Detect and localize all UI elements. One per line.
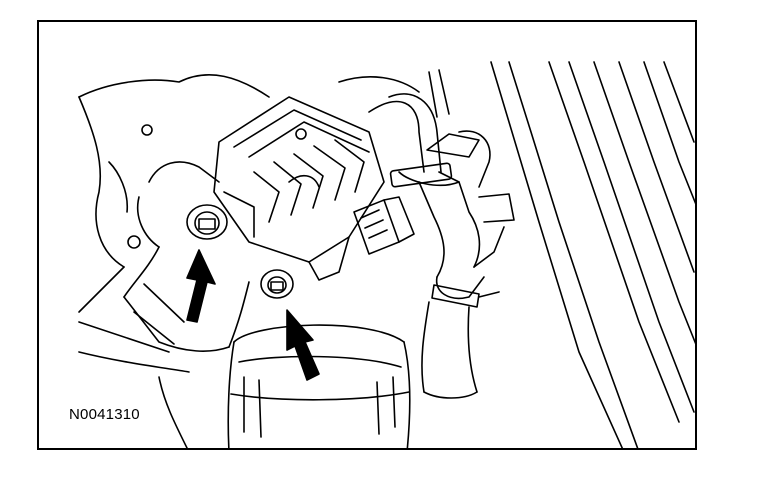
arrow-to-lower-bolt <box>286 309 320 381</box>
valve-housing <box>213 96 385 281</box>
intake-tube <box>123 161 250 352</box>
bolt-lower <box>260 269 294 299</box>
side-panel <box>490 61 695 448</box>
figure-id-label: N0041310 <box>69 406 140 423</box>
bolt-upper <box>186 204 228 240</box>
arrow-to-upper-bolt <box>186 249 216 323</box>
engine-component-line-drawing <box>78 61 695 448</box>
illustration-frame: N0041310 <box>37 20 697 450</box>
hose-assembly <box>368 93 515 308</box>
oil-filter <box>227 324 411 448</box>
engine-background <box>78 69 450 448</box>
lower-hose <box>421 301 478 399</box>
electrical-connector <box>353 196 415 255</box>
